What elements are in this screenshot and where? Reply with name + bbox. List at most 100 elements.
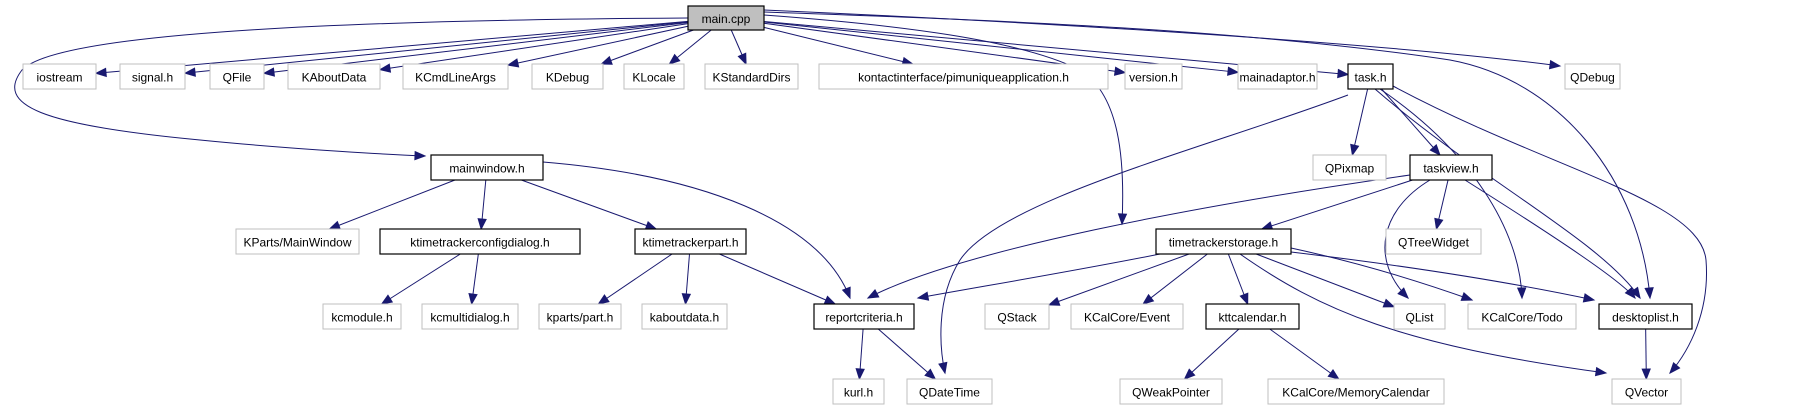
node-box xyxy=(1467,303,1577,330)
edge-ktpart-to-kaboutdatah xyxy=(681,253,692,306)
node-kcmodule: kcmodule.h xyxy=(322,303,402,330)
node-ktpart[interactable]: ktimetrackerpart.h xyxy=(634,228,747,255)
edge-mainwindow-to-kpartsmainwindow xyxy=(328,179,456,230)
node-box xyxy=(906,378,993,405)
arrowhead-icon xyxy=(1669,361,1681,375)
edge-main-to-kaboutdata xyxy=(378,23,689,73)
edge-line xyxy=(1464,179,1636,299)
node-storage[interactable]: timetrackerstorage.h xyxy=(1155,228,1292,255)
node-box xyxy=(1267,378,1445,405)
edge-task-to-qvector xyxy=(1392,85,1708,375)
edge-line xyxy=(1351,88,1369,156)
node-task[interactable]: task.h xyxy=(1347,63,1394,90)
edge-line xyxy=(1048,253,1190,306)
arrowhead-icon xyxy=(94,67,107,78)
arrowhead-icon xyxy=(916,291,930,301)
node-box xyxy=(1312,154,1387,181)
arrowhead-icon xyxy=(1117,213,1128,226)
node-label: QFile xyxy=(223,71,252,85)
node-box xyxy=(623,63,685,90)
edge-line xyxy=(763,14,1124,225)
node-box xyxy=(287,63,381,90)
edge-mainwindow-to-reportcriteria xyxy=(542,161,851,300)
arrowhead-icon xyxy=(737,52,747,66)
node-box xyxy=(1070,303,1184,330)
node-mainwindow[interactable]: mainwindow.h xyxy=(430,154,544,181)
arrowhead-icon xyxy=(1350,143,1360,157)
arrowhead-icon xyxy=(1327,369,1340,380)
node-taskview[interactable]: taskview.h xyxy=(1409,154,1493,181)
arrowhead-icon xyxy=(855,368,865,381)
arrowhead-icon xyxy=(1183,368,1196,380)
arrowhead-icon xyxy=(841,286,851,300)
node-kcalevent: KCalCore/Event xyxy=(1070,303,1184,330)
node-kaboutdata: KAboutData xyxy=(287,63,381,90)
edge-line xyxy=(95,20,689,74)
node-desktoplist[interactable]: desktoplist.h xyxy=(1598,303,1693,330)
edge-task-to-qdatetime xyxy=(938,94,1349,375)
node-box xyxy=(1205,303,1300,330)
arrowhead-icon xyxy=(600,55,613,65)
edge-main-to-kstandarddirs xyxy=(730,29,747,66)
edge-main-to-kdebug xyxy=(600,29,694,65)
edge-line xyxy=(719,253,836,305)
node-kdebug: KDebug xyxy=(531,63,604,90)
arrowhead-icon xyxy=(414,150,427,161)
arrowhead-icon xyxy=(1113,66,1127,76)
node-kaboutdatah: kaboutdata.h xyxy=(641,303,728,330)
edge-line xyxy=(14,17,689,157)
node-iostream: iostream xyxy=(22,63,97,90)
node-label: kparts/part.h xyxy=(547,311,614,325)
node-box xyxy=(22,63,97,90)
edge-line xyxy=(184,21,689,74)
node-label: QPixmap xyxy=(1325,162,1375,176)
node-label: KStandardDirs xyxy=(712,71,790,85)
node-label: version.h xyxy=(1129,71,1178,85)
node-label: mainwindow.h xyxy=(449,162,524,176)
node-label: timetrackerstorage.h xyxy=(1169,236,1278,250)
node-configdialog[interactable]: ktimetrackerconfigdialog.h xyxy=(379,228,581,255)
node-label: QVector xyxy=(1625,386,1668,400)
arrowhead-icon xyxy=(1397,287,1409,299)
edge-line xyxy=(1255,253,1395,308)
arrowhead-icon xyxy=(597,294,610,305)
node-box xyxy=(531,63,604,90)
node-main[interactable]: main.cpp xyxy=(687,5,765,31)
arrowhead-icon xyxy=(1644,287,1654,300)
edges-layer xyxy=(14,9,1708,381)
node-qlist: QList xyxy=(1393,303,1446,330)
arrowhead-icon xyxy=(468,292,478,306)
node-label: main.cpp xyxy=(702,12,751,26)
arrowhead-icon xyxy=(1641,368,1651,381)
node-label: KLocale xyxy=(632,71,676,85)
node-box xyxy=(1564,63,1621,90)
edge-main-to-signal xyxy=(183,21,689,77)
edge-storage-to-qstack xyxy=(1047,253,1190,306)
node-box xyxy=(1409,154,1493,181)
node-label: reportcriteria.h xyxy=(825,311,902,325)
node-label: ktimetrackerpart.h xyxy=(642,236,738,250)
node-qvector: QVector xyxy=(1611,378,1682,405)
edge-line xyxy=(507,25,689,66)
node-label: KCmdLineArgs xyxy=(415,71,496,85)
edge-line xyxy=(381,253,461,305)
edge-line xyxy=(940,94,1349,374)
edge-line xyxy=(521,179,657,230)
node-qdebug: QDebug xyxy=(1564,63,1621,90)
node-label: KParts/MainWindow xyxy=(243,236,351,250)
edge-storage-to-kcaltodo xyxy=(1290,247,1474,301)
node-kcmdlineargs: KCmdLineArgs xyxy=(402,63,509,90)
node-reportcriteria[interactable]: reportcriteria.h xyxy=(813,303,915,330)
node-box xyxy=(704,63,799,90)
node-version: version.h xyxy=(1124,63,1183,90)
node-label: kttcalendar.h xyxy=(1218,311,1286,325)
node-label: kontactinterface/pimuniqueapplication.h xyxy=(858,71,1069,85)
arrowhead-icon xyxy=(1460,292,1474,301)
edge-line xyxy=(1392,85,1708,374)
edge-storage-to-desktoplist xyxy=(1290,251,1596,303)
node-kttcalendar[interactable]: kttcalendar.h xyxy=(1205,303,1300,330)
node-klocale: KLocale xyxy=(623,63,685,90)
edge-taskview-to-reportcriteria xyxy=(866,174,1411,299)
edge-taskview-to-qtreewidget xyxy=(1434,179,1449,231)
edge-main-to-kcmdlineargs xyxy=(506,25,689,68)
